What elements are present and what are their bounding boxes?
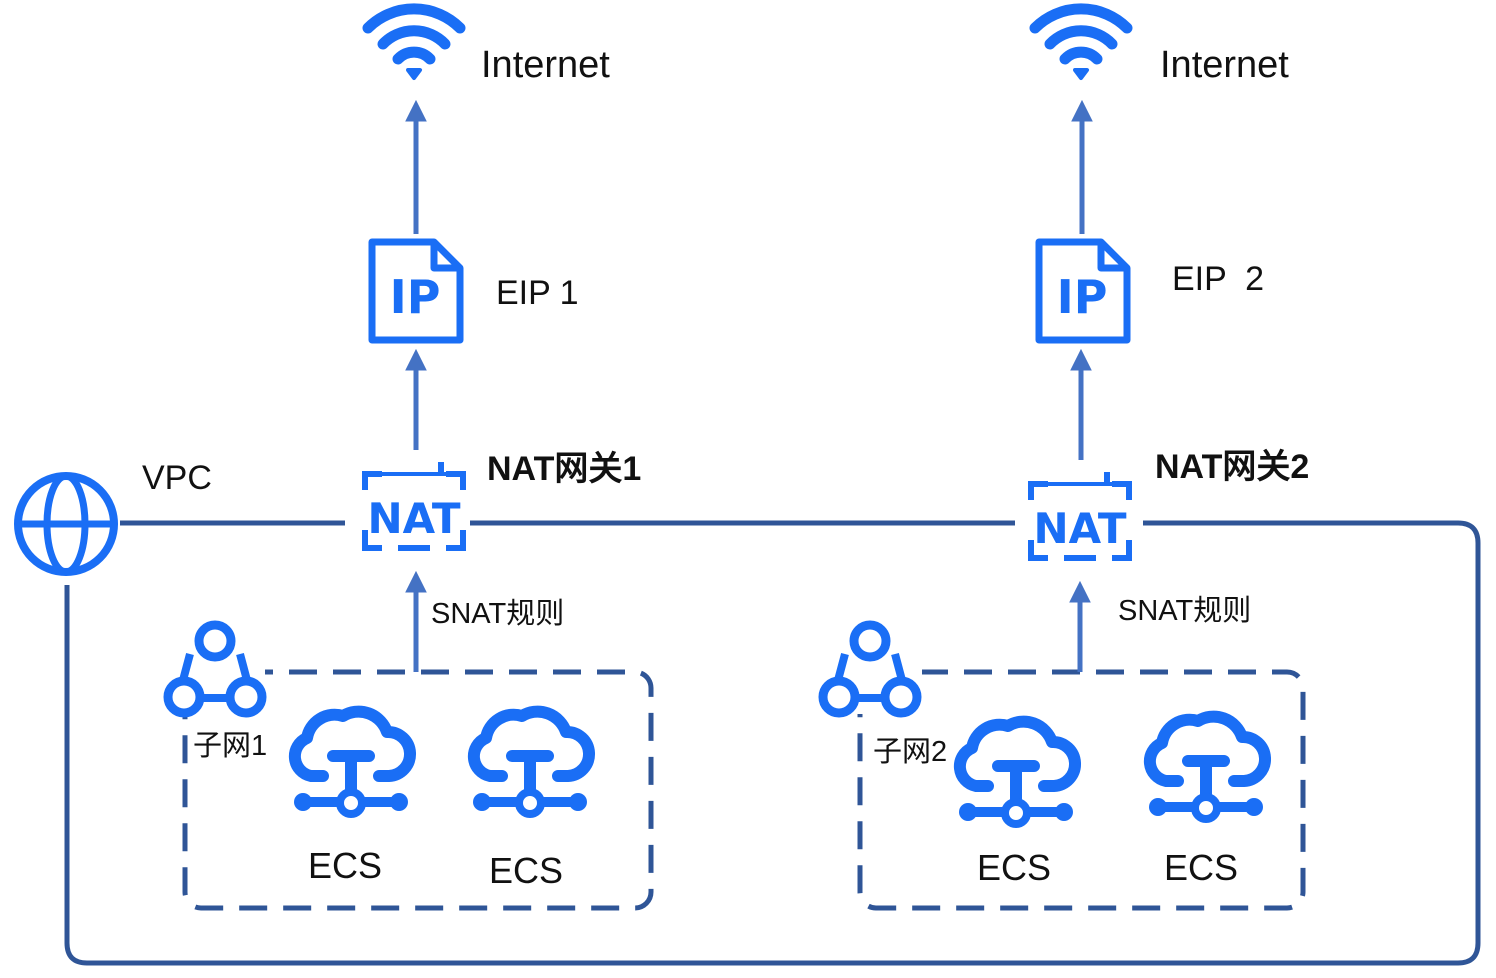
subnet-network-icon <box>165 618 265 714</box>
cloud-server-icon <box>1149 717 1265 819</box>
nat-glyph: NAT <box>1033 504 1126 553</box>
subnet-label: 子网2 <box>873 736 948 768</box>
ecs-label: ECS <box>1164 847 1239 888</box>
vpc-backbone-line <box>64 520 1481 966</box>
subnet-network-icon <box>818 618 922 714</box>
cloud-server-icon <box>959 722 1075 824</box>
subnet-2-box <box>857 669 1306 911</box>
snat-rule-label: SNAT规则 <box>431 598 565 630</box>
nat-gateway-icon: NAT <box>1028 472 1134 566</box>
wifi-icon <box>1035 9 1127 78</box>
internet-label: Internet <box>481 44 610 86</box>
ecs-label: ECS <box>308 845 383 886</box>
globe-icon <box>14 472 118 576</box>
arrows-left <box>405 99 427 672</box>
ecs-label: ECS <box>977 847 1052 888</box>
internet-label: Internet <box>1160 44 1289 86</box>
vpc-label: VPC <box>142 459 212 497</box>
cloud-server-icon <box>473 712 589 814</box>
subnet-label: 子网1 <box>193 730 268 762</box>
ip-document-icon: IP <box>372 242 460 340</box>
nat-glyph: NAT <box>367 494 460 543</box>
arrows-right <box>1069 99 1093 672</box>
ip-glyph: IP <box>390 270 441 324</box>
eip-label: EIP 2 <box>1172 260 1264 298</box>
ip-glyph: IP <box>1057 270 1108 324</box>
nat-gateway-label: NAT网关2 <box>1155 448 1310 486</box>
nat-gateway-icon: NAT <box>362 462 468 556</box>
ecs-label: ECS <box>489 850 564 891</box>
ip-document-icon: IP <box>1039 242 1127 340</box>
eip-label: EIP 1 <box>496 274 579 312</box>
snat-rule-label: SNAT规则 <box>1118 595 1252 627</box>
cloud-server-icon <box>294 712 410 814</box>
wifi-icon <box>368 9 460 78</box>
nat-gateway-label: NAT网关1 <box>487 450 642 488</box>
subnet-1-box <box>182 669 654 911</box>
